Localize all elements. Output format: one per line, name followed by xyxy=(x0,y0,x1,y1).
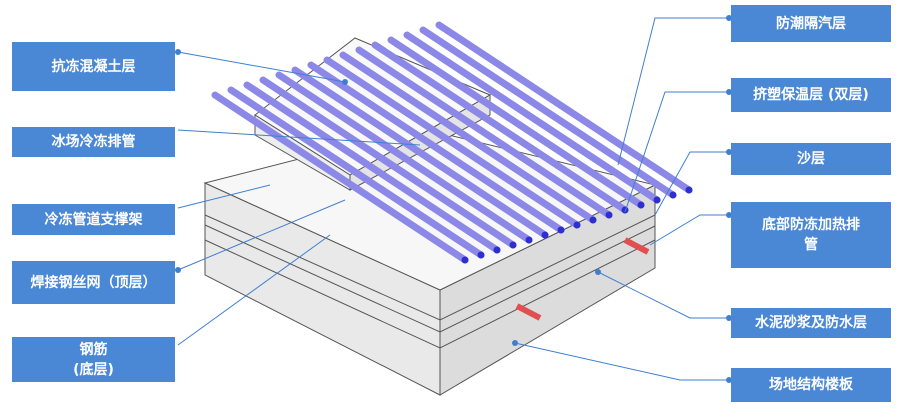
label-mortar-waterproof: 水泥砂浆及防水层 xyxy=(731,308,891,338)
pipe xyxy=(243,81,501,254)
pipe-end xyxy=(493,246,501,254)
pipe xyxy=(371,41,629,214)
pipe-end xyxy=(477,251,485,259)
label-refrigeration-pipes: 冰场冷冻排管 xyxy=(12,127,175,157)
pipe xyxy=(211,91,469,264)
label-rebar-bottom: 钢筋 (底层) xyxy=(12,337,175,382)
pipe-end xyxy=(541,231,549,239)
pipe xyxy=(227,86,485,259)
label-concrete-layer: 抗冻混凝土层 xyxy=(12,42,175,91)
label-structural-slab: 场地结构楼板 xyxy=(731,368,891,402)
pipe xyxy=(403,31,661,204)
label-welded-mesh: 焊接钢丝网（顶层） xyxy=(12,261,175,304)
refrigeration-pipes xyxy=(211,21,693,264)
heating-pipe xyxy=(515,303,542,321)
heating-pipe xyxy=(623,237,650,255)
label-heating-pipes: 底部防冻加热排管 xyxy=(731,202,891,268)
pipe xyxy=(323,56,581,229)
pipe xyxy=(307,61,565,234)
pipe xyxy=(291,66,549,239)
pipe-end xyxy=(509,241,517,249)
pipe xyxy=(419,26,677,199)
pipe-end xyxy=(557,226,565,234)
pipe-end xyxy=(637,201,645,209)
pipe xyxy=(259,76,517,249)
pipe-end xyxy=(461,256,469,264)
pipe xyxy=(339,51,597,224)
pipe-end xyxy=(525,236,533,244)
pipe-end xyxy=(653,196,661,204)
leader-lines xyxy=(177,17,729,381)
label-pipe-support: 冷冻管道支撑架 xyxy=(12,204,175,235)
pipe-end xyxy=(669,191,677,199)
label-sand-layer: 沙层 xyxy=(731,143,891,175)
pipe-end xyxy=(573,221,581,229)
pipe-end xyxy=(605,211,613,219)
pipe xyxy=(387,36,645,209)
pipe-end xyxy=(685,186,693,194)
label-vapor-barrier: 防潮隔汽层 xyxy=(731,5,891,42)
leader-dots xyxy=(175,15,732,383)
pipe xyxy=(355,46,613,219)
pipe xyxy=(435,21,693,194)
pipe-end xyxy=(621,206,629,214)
pipe-end xyxy=(589,216,597,224)
pipe xyxy=(275,71,533,244)
label-xps-insulation: 挤塑保温层 (双层) xyxy=(731,78,891,112)
